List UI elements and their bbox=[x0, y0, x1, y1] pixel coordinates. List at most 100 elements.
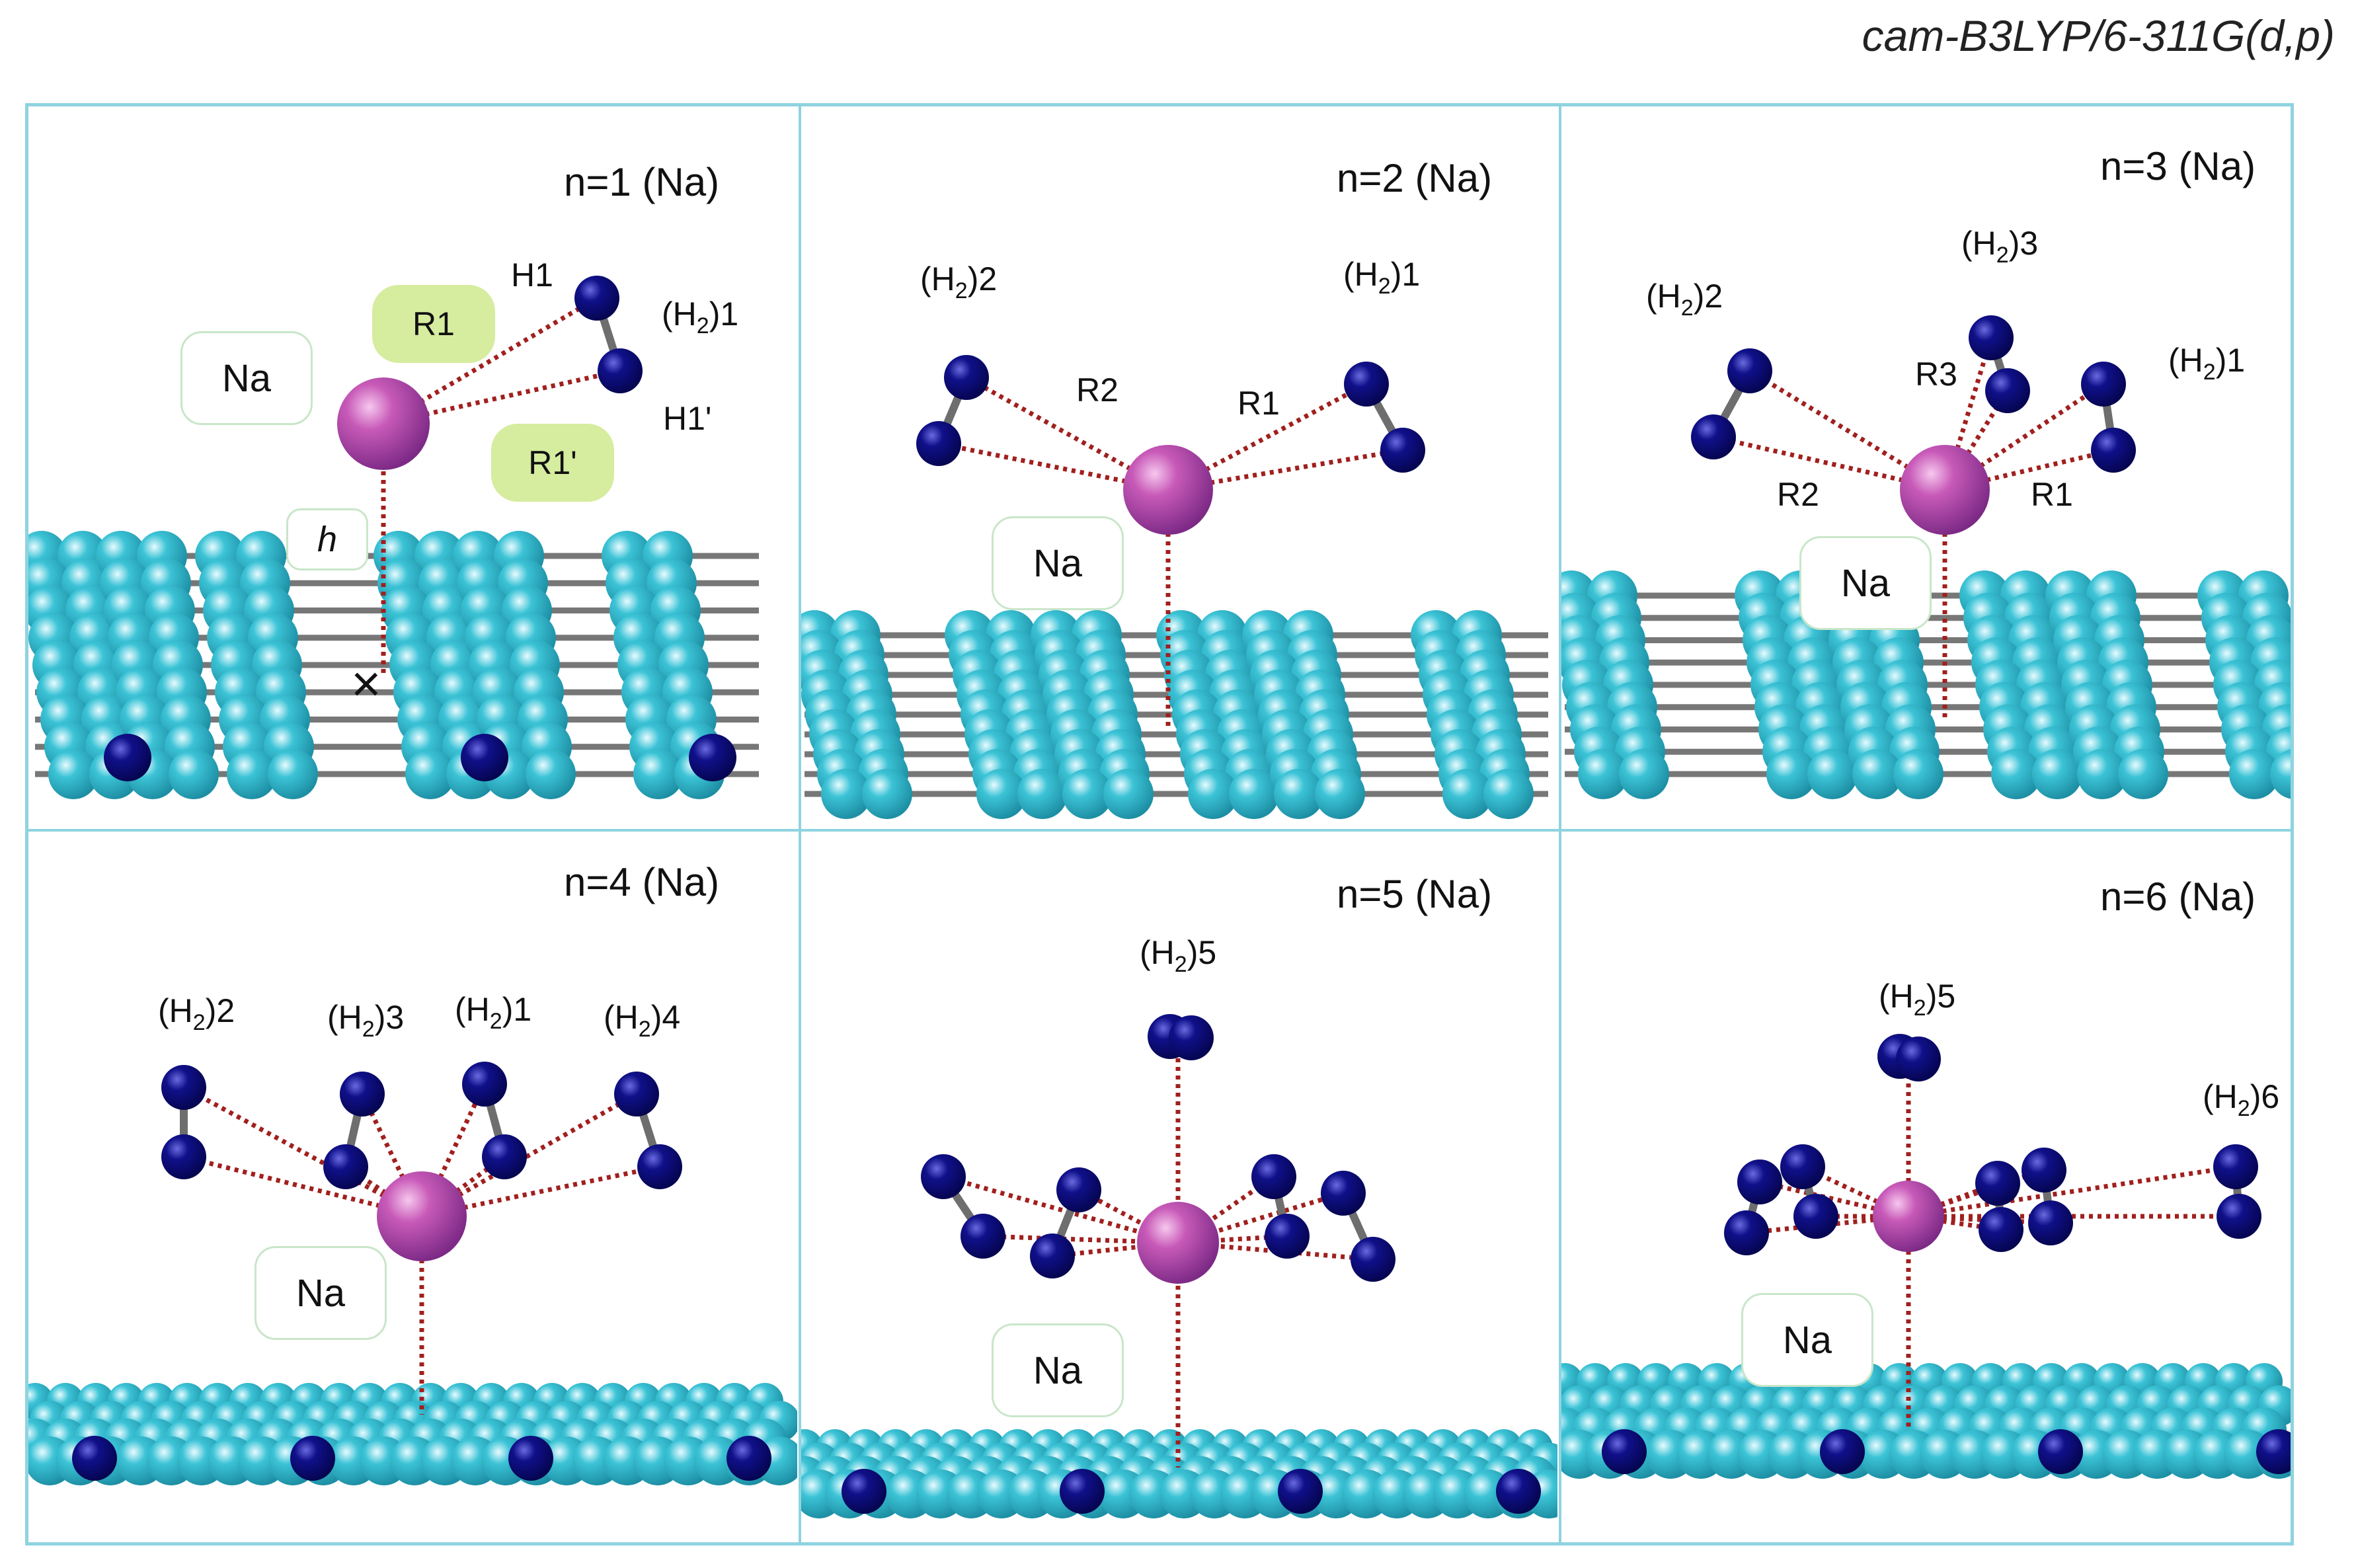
panel-n2-structure bbox=[801, 355, 1548, 819]
hydrogen-atom bbox=[1780, 1144, 1825, 1189]
hydrogen-atom bbox=[1820, 1429, 1865, 1474]
hydrogen-atom bbox=[2022, 1148, 2066, 1193]
panel-n5: n=5 (Na) Na (H2)5 bbox=[801, 833, 1557, 1542]
h2-label-3: (H2)3 bbox=[327, 999, 405, 1042]
interaction-line bbox=[344, 1165, 423, 1218]
hydrogen-atom bbox=[462, 1062, 507, 1107]
sodium-atom bbox=[1137, 1202, 1219, 1284]
h2-label-5: (H2)5 bbox=[1879, 978, 1956, 1021]
interaction-line bbox=[1944, 382, 2105, 492]
hydrogen-atom bbox=[323, 1144, 368, 1189]
projection-x-mark: × bbox=[351, 654, 381, 713]
panel-n6-structure bbox=[1561, 1034, 2291, 1479]
panel-title: n=1 (Na) bbox=[564, 160, 720, 204]
hydrogen-atom bbox=[1251, 1154, 1296, 1199]
hydrogen-atom bbox=[1724, 1210, 1769, 1255]
hydrogen-atom bbox=[2038, 1429, 2083, 1474]
surface-atom bbox=[227, 749, 277, 799]
hydrogen-atom bbox=[1896, 1037, 1941, 1081]
surface-atom bbox=[1062, 769, 1113, 819]
panel-n2: n=2 (Na) Na (H2)2 (H2)1 R2 R1 bbox=[801, 106, 1557, 828]
h2-label-1: (H2)1 bbox=[1343, 256, 1421, 299]
panel-title: n=3 (Na) bbox=[2100, 144, 2256, 188]
panel-title: n=5 (Na) bbox=[1337, 872, 1493, 916]
surface-atom bbox=[1229, 769, 1279, 819]
hydrogen-atom bbox=[340, 1072, 385, 1117]
panel-n3: n=3 (Na) Na (H2)2 (H2)3 (H2)1 R3 R2 R1 bbox=[1561, 106, 2291, 828]
panel-n1-structure bbox=[28, 276, 759, 799]
h2-label-1: (H2)1 bbox=[455, 991, 532, 1034]
hydrogen-atom bbox=[1975, 1161, 2020, 1206]
h2-label-2: (H2)2 bbox=[158, 992, 235, 1035]
hydrogen-atom bbox=[1691, 414, 1736, 459]
hydrogen-atom bbox=[1351, 1237, 1395, 1282]
interaction-line bbox=[1713, 434, 1945, 492]
hydrogen-atom bbox=[916, 421, 961, 466]
distance-label-r2: R2 bbox=[1076, 372, 1119, 409]
surface-atom bbox=[1103, 769, 1154, 819]
distance-label-r3: R3 bbox=[1915, 356, 1957, 393]
panel-n4-structure bbox=[28, 1062, 797, 1485]
interaction-line bbox=[360, 1093, 424, 1218]
interaction-line bbox=[1907, 1167, 2045, 1219]
height-label-box: h bbox=[286, 508, 368, 570]
surface-atom bbox=[169, 749, 219, 799]
hydrogen-atom bbox=[1979, 1207, 2023, 1252]
surface-atom bbox=[821, 769, 871, 819]
panel-title: n=4 (Na) bbox=[564, 860, 720, 904]
interaction-line bbox=[420, 1091, 638, 1219]
na-label-box: Na bbox=[255, 1246, 387, 1340]
panel-n6: n=6 (Na) Na (H2)5 (H2)6 bbox=[1561, 833, 2291, 1542]
interaction-line bbox=[1908, 1214, 2051, 1226]
hydrogen-atom bbox=[1985, 368, 2030, 413]
hydrogen-atom bbox=[1265, 1214, 1310, 1259]
surface-atom bbox=[1188, 769, 1238, 819]
hydrogen-atom bbox=[1602, 1429, 1647, 1474]
surface-atom bbox=[2270, 749, 2291, 799]
hydrogen-atom bbox=[689, 734, 736, 781]
hydrogen-atom bbox=[1496, 1469, 1541, 1514]
surface-atom bbox=[1852, 749, 1903, 799]
hydrogen-atom bbox=[598, 348, 643, 393]
na-label-box: Na bbox=[1741, 1293, 1873, 1387]
surface-atom bbox=[526, 749, 576, 799]
hydrogen-atom bbox=[1793, 1194, 1838, 1239]
grid-divider-v2 bbox=[1559, 103, 1561, 1546]
hydrogen-atom bbox=[961, 1214, 1005, 1259]
panel-grid-frame bbox=[25, 103, 2294, 1546]
hydrogen-atom bbox=[1056, 1167, 1101, 1212]
surface-atom bbox=[405, 749, 455, 799]
interaction-line bbox=[182, 1085, 423, 1219]
hydrogen-atom bbox=[72, 1436, 117, 1481]
surface-atom bbox=[1017, 769, 1068, 819]
h2-label-6: (H2)6 bbox=[2203, 1078, 2280, 1121]
interaction-line bbox=[943, 1174, 1179, 1245]
hydrogen-atom bbox=[1321, 1171, 1366, 1216]
surface-atom bbox=[1893, 749, 1944, 799]
sodium-atom bbox=[1873, 1181, 1944, 1252]
interaction-line bbox=[183, 1154, 422, 1219]
surface-atom bbox=[1578, 749, 1628, 799]
hydrogen-atom bbox=[614, 1072, 659, 1117]
hydrogen-atom bbox=[461, 734, 508, 781]
interaction-line bbox=[982, 1234, 1179, 1245]
hydrogen-atom bbox=[161, 1065, 206, 1110]
distance-label-r1: R1 bbox=[2031, 476, 2073, 513]
hydrogen-atom bbox=[921, 1154, 966, 1199]
surface-atom bbox=[633, 749, 684, 799]
hydrogen-atom bbox=[637, 1144, 682, 1189]
hydrogen-atom bbox=[1380, 428, 1425, 473]
h2-label-4: (H2)4 bbox=[604, 999, 681, 1042]
hydrogen-atom bbox=[508, 1436, 553, 1481]
hydrogen-atom bbox=[1060, 1469, 1105, 1514]
atom-label-h1-prime: H1' bbox=[663, 400, 712, 437]
hydrogen-atom bbox=[726, 1436, 771, 1481]
hydrogen-atom bbox=[2213, 1144, 2258, 1189]
surface-atom bbox=[1315, 769, 1365, 819]
atom-label-h1: H1 bbox=[511, 256, 553, 294]
hydrogen-atom bbox=[104, 734, 151, 781]
surface-atom bbox=[1619, 749, 1669, 799]
interaction-line bbox=[382, 295, 598, 426]
panel-title: n=6 (Na) bbox=[2100, 875, 2256, 919]
